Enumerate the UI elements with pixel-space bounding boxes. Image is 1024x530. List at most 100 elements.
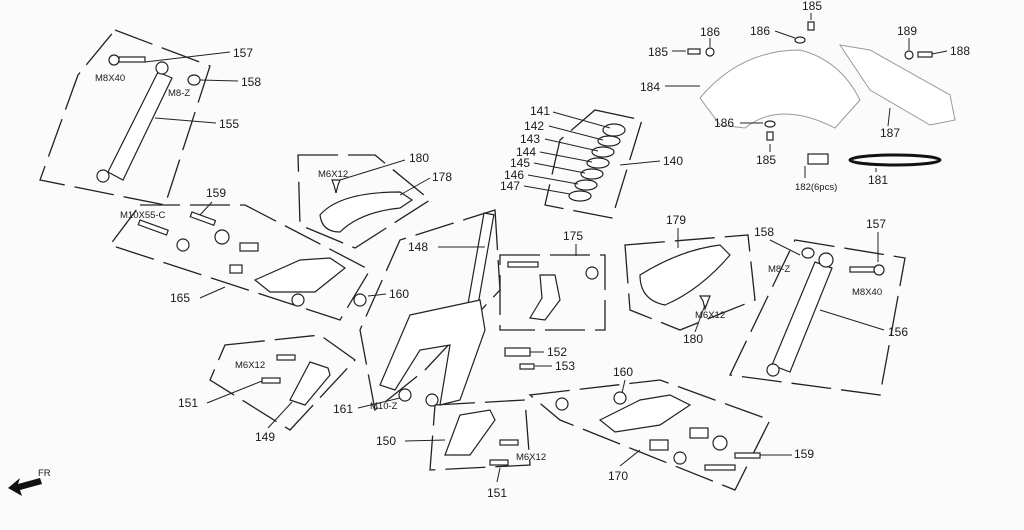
group-boxes [39,29,906,491]
cover-178 [319,179,414,233]
rear-shock-156 [766,247,885,377]
part-label: 188 [950,44,970,58]
part-label: 160 [613,365,633,379]
part-label: 152 [547,345,567,359]
part-label: 184 [640,80,660,94]
leader-line [548,125,604,141]
leader-line [523,185,571,195]
group-box [108,204,371,321]
part-label: 185 [802,0,822,13]
part-label: M10-Z [370,401,398,412]
leader-line [533,162,586,174]
leader-line [527,174,579,185]
part-label: 149 [255,430,275,444]
leader-line [496,467,501,483]
part-label: 189 [897,24,917,38]
part-label: 147 [500,179,520,193]
cover-150 [444,409,519,466]
part-label: 159 [794,447,814,461]
part-label: 170 [608,469,628,483]
part-label: 180 [683,332,703,346]
part-label: 156 [888,325,908,339]
leader-line [774,30,796,39]
leader-line [544,138,599,152]
part-label: M8X40 [852,287,882,298]
leader-line [819,309,885,331]
part-label: M10X55-C [120,210,166,221]
part-label: 145 [510,156,530,170]
leader-line [357,397,401,409]
part-label: 155 [219,117,239,131]
part-label: FR [38,468,51,479]
part-label: 141 [530,104,550,118]
leader-line [539,151,593,163]
part-label: 146 [504,168,524,182]
leader-line [694,304,706,333]
part-label: 181 [868,173,888,187]
leader-line [367,293,387,297]
leader-line [339,159,406,181]
part-label: 187 [880,126,900,140]
leader-line [199,201,213,216]
part-label: 151 [487,486,507,500]
swingarm-parts-left [137,211,367,307]
part-label: M8-Z [168,88,190,99]
group-box [528,379,771,491]
part-label: 148 [408,240,428,254]
part-label: M6X12 [318,169,348,180]
part-label: 144 [516,145,536,159]
part-label: 178 [432,170,452,184]
part-label: 158 [241,75,261,89]
group-box [297,154,432,249]
bracket-175 [507,261,599,321]
leader-line [621,379,626,394]
part-label: 182(6pcs) [795,182,837,193]
leader-line [199,286,226,299]
part-label: 185 [756,153,776,167]
part-label: 161 [333,402,353,416]
group-box [624,234,756,331]
leader-line [144,51,231,63]
leader-line [404,439,446,442]
part-label: 158 [754,225,774,239]
part-label: 165 [170,291,190,305]
part-label: 186 [700,25,720,39]
part-label: M6X12 [235,360,265,371]
part-label: 142 [524,119,544,133]
cover-179 [639,244,731,312]
leader-line [206,380,263,404]
part-label: 151 [178,396,198,410]
group-box [209,334,356,431]
front-direction-arrow-icon [8,478,42,496]
leader-lines [144,13,948,483]
leader-line [619,449,641,467]
front-fork-148 [379,212,535,407]
leader-line [399,177,431,196]
leader-line [267,401,293,429]
part-label: 143 [520,132,540,146]
front-fender-184 [687,21,956,167]
part-label: 157 [866,217,886,231]
group-box [429,399,531,471]
group-box [39,29,211,206]
leader-line [931,50,948,55]
leader-line [769,239,801,256]
part-label: 153 [555,359,575,373]
part-label: 180 [409,151,429,165]
group-box [729,239,906,396]
part-label: M8-Z [768,264,790,275]
group-box [499,254,606,331]
part-label: 160 [389,287,409,301]
part-label: 179 [666,213,686,227]
part-label: 186 [750,24,770,38]
part-label: 185 [648,45,668,59]
part-label: M6X12 [695,310,725,321]
cover-149 [261,354,331,406]
leader-line [154,117,217,124]
part-label: M6X12 [516,452,546,463]
group-box [544,109,643,219]
part-label: 150 [376,434,396,448]
leader-line [199,79,239,82]
